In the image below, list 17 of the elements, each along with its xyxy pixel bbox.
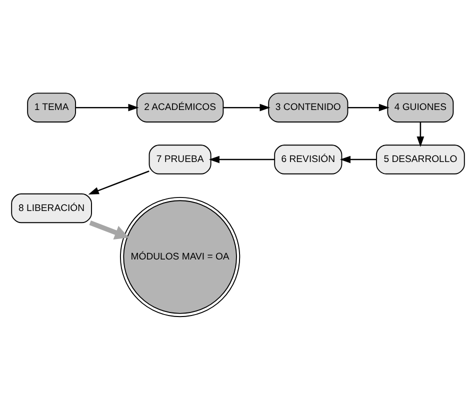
arrow <box>208 156 274 164</box>
node-box: 5 DESARROLLO <box>376 144 465 174</box>
arrow <box>223 104 270 112</box>
arrow <box>416 122 424 148</box>
arrow <box>89 220 129 240</box>
node-box: 3 CONTENIDO <box>268 92 348 122</box>
node-box: 8 LIBERACIÓN <box>11 193 92 224</box>
node-box: 7 PRUEBA <box>148 144 212 174</box>
node-circle: MÓDULOS MAVI = OA <box>120 196 240 318</box>
node-box: 2 ACADÉMICOS <box>136 92 224 122</box>
arrow <box>340 156 376 164</box>
arrow <box>348 104 390 112</box>
node-box: 4 GUIONES <box>387 92 454 122</box>
arrow <box>88 170 150 194</box>
node-box: 1 TEMA <box>27 92 76 122</box>
node-box: 6 REVISIÓN <box>274 144 342 174</box>
arrow <box>76 104 139 112</box>
